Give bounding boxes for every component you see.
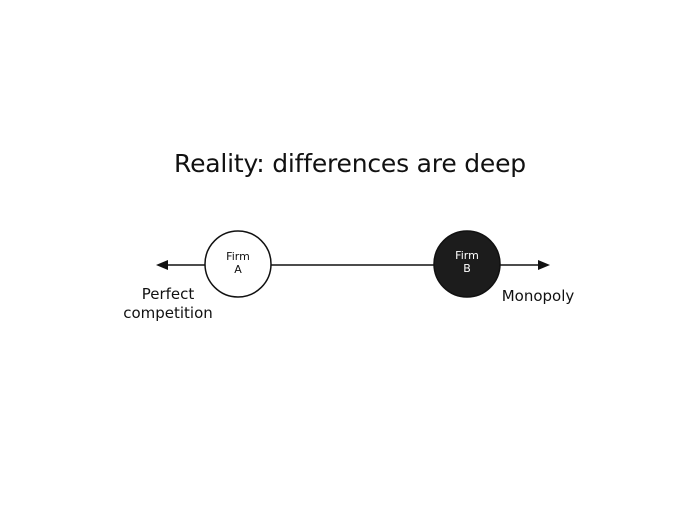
left-end-line-1: Perfect: [141, 285, 195, 303]
right-arrowhead: [538, 260, 550, 270]
firm-a-letter: A: [234, 263, 242, 276]
left-end-line-2: competition: [123, 304, 213, 322]
firm-a-label: Firm A: [206, 250, 270, 276]
firm-b-label: Firm B: [435, 249, 499, 275]
monopoly-label: Monopoly: [501, 287, 575, 305]
firm-b-circle: [433, 230, 501, 298]
firm-a-circle: [204, 230, 272, 298]
slide-title: Reality: differences are deep: [174, 149, 526, 178]
firm-b-name: Firm: [455, 249, 479, 262]
perfect-competition-label: Perfect competition: [118, 285, 218, 323]
firm-b-letter: B: [463, 262, 471, 275]
left-arrowhead: [156, 260, 168, 270]
firm-a-name: Firm: [226, 250, 250, 263]
